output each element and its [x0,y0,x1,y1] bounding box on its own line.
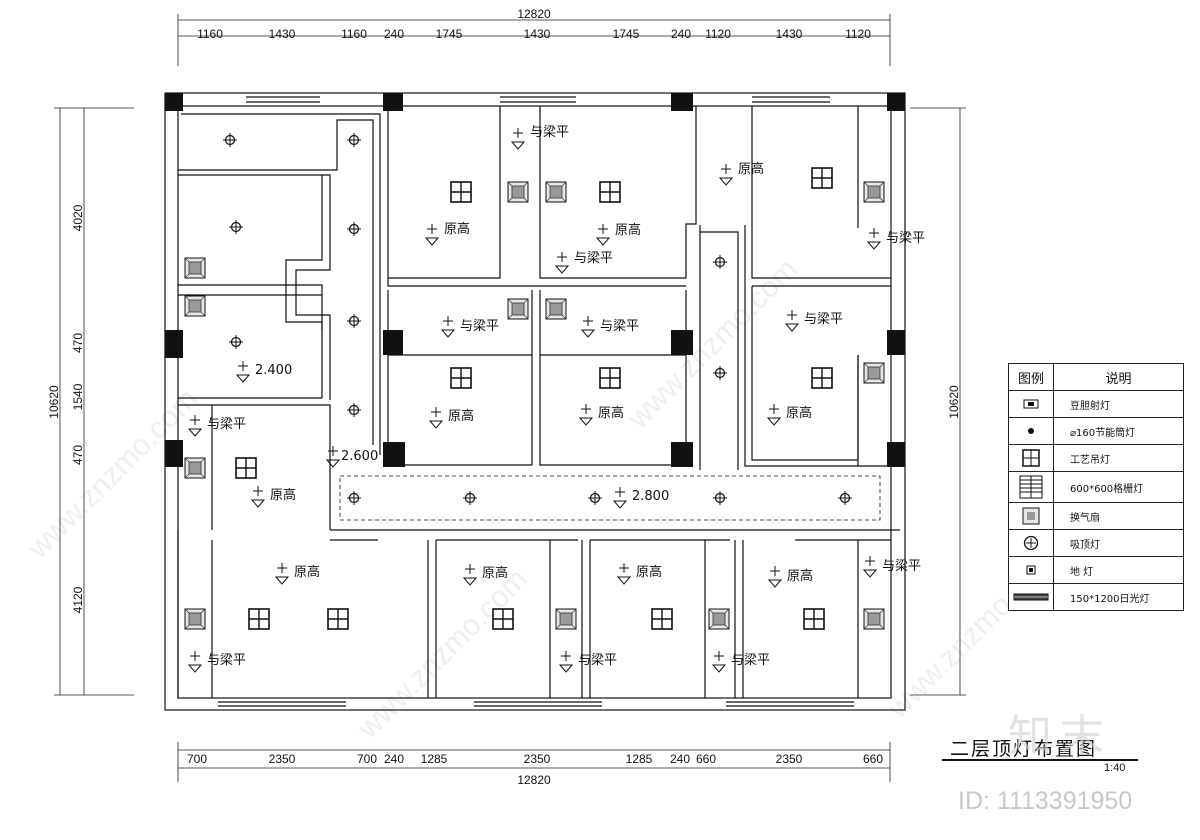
watermark-text: www.znzmo.com [351,562,534,745]
drawing-scale: 1:40 [1104,762,1126,774]
height-label-beam: 与梁平 [804,312,843,327]
height-label-original: 原高 [444,221,470,237]
height-label-beam: 与梁平 [886,231,925,246]
dim-top: 1160 [341,27,367,41]
grille-light-icon [1019,475,1043,499]
dim-top: 240 [671,27,691,41]
height-label-2600: 2.600 [341,449,378,464]
drawing-title: 二层顶灯布置图 [950,738,1098,760]
height-label-original: 原高 [448,408,474,424]
overall-height-left: 10620 [47,385,61,419]
dim-bottom: 660 [696,752,716,766]
height-label-original: 原高 [270,487,296,503]
dim-top: 1745 [613,27,640,41]
dim-bottom: 700 [357,752,377,766]
height-label-2400: 2.400 [255,363,292,378]
brand-logo: 知末 [1008,711,1112,762]
legend-row: 换气扇 [1009,502,1183,529]
height-label-original: 原高 [786,405,812,421]
title-underline [942,759,1138,761]
height-label-beam: 与梁平 [578,653,617,668]
dim-bottom: 660 [863,752,883,766]
walls [164,92,906,711]
legend-desc: 吸顶灯 [1070,539,1100,551]
dimension-lines [54,14,966,782]
ceiling-lamp-icon [1023,535,1039,551]
dim-bottom: 240 [670,752,690,766]
legend-row: 600*600格栅灯 [1009,471,1183,502]
dim-top: 1430 [269,27,296,41]
height-label-original: 原高 [482,565,508,581]
legend-desc: 150*1200日光灯 [1070,593,1150,605]
dim-left: 4120 [71,586,85,613]
structural-columns [165,93,905,467]
height-label-original: 原高 [294,564,320,580]
dim-bottom: 1285 [421,752,448,766]
dim-top: 1120 [705,27,731,41]
legend-row: 地 灯 [1009,556,1183,583]
overall-width-top: 12820 [517,7,551,21]
dim-bottom: 1285 [626,752,653,766]
legend-desc: 豆胆射灯 [1070,400,1110,412]
height-label-beam: 与梁平 [207,417,246,432]
dim-top: 240 [384,27,404,41]
legend-row: 工艺吊灯 [1009,444,1183,471]
spotlight-icon [1023,399,1039,409]
dim-top: 1120 [845,27,871,41]
legend-row: ⌀160节能筒灯 [1009,417,1183,444]
dim-bottom: 2350 [269,752,296,766]
dim-left: 4020 [71,204,85,231]
dim-top: 1745 [436,27,463,41]
legend-desc: 换气扇 [1070,512,1100,524]
level-marker-icon [188,127,881,673]
legend-row: 吸顶灯 [1009,529,1183,556]
pendant-lamp-icon [1022,449,1040,467]
height-label-beam: 与梁平 [207,653,246,668]
height-label-beam: 与梁平 [882,559,921,574]
fluorescent-icon [1013,593,1049,601]
height-label-beam: 与梁平 [574,251,613,266]
legend-header: 图例 说明 [1009,364,1183,390]
drawing-id: ID: 1113391950 [958,787,1133,815]
legend-desc: 地 灯 [1070,566,1094,578]
height-label-beam: 与梁平 [731,653,770,668]
height-label-original: 原高 [787,568,813,584]
legend-col-symbol: 图例 [1009,364,1054,390]
dim-bottom: 2350 [524,752,551,766]
dim-bottom: 2350 [776,752,803,766]
dim-left: 1540 [71,383,85,410]
legend-row: 150*1200日光灯 [1009,583,1183,610]
height-label-original: 原高 [636,564,662,580]
overall-width-bottom: 12820 [517,773,551,787]
dim-left: 470 [71,333,85,353]
floor-light-icon [1026,565,1036,575]
dim-top: 1430 [776,27,803,41]
legend-table: 图例 说明 豆胆射灯 ⌀160节能筒灯 工艺吊灯 600*600格栅灯 换气扇 … [1008,363,1184,611]
dim-bottom: 240 [384,752,404,766]
legend-desc: 工艺吊灯 [1070,454,1110,466]
exhaust-fan-icon [1022,507,1040,525]
watermark-text: www.znzmo.com [621,252,804,435]
legend-desc: ⌀160节能筒灯 [1070,427,1136,439]
height-label-beam: 与梁平 [460,319,499,334]
overall-height-right: 10620 [947,385,961,419]
legend-row: 豆胆射灯 [1009,390,1183,417]
downlight-icon [1028,428,1034,434]
height-label-beam: 与梁平 [600,319,639,334]
height-label-original: 原高 [598,405,624,421]
height-label-original: 原高 [738,161,764,177]
dim-top: 1430 [524,27,551,41]
height-label-2800: 2.800 [632,489,669,504]
height-label-beam: 与梁平 [530,125,569,140]
legend-col-desc: 说明 [1105,371,1132,387]
legend-desc: 600*600格栅灯 [1070,483,1144,495]
height-label-original: 原高 [615,222,641,238]
dim-left: 470 [71,445,85,465]
dim-top: 1160 [197,27,223,41]
dim-bottom: 700 [187,752,207,766]
